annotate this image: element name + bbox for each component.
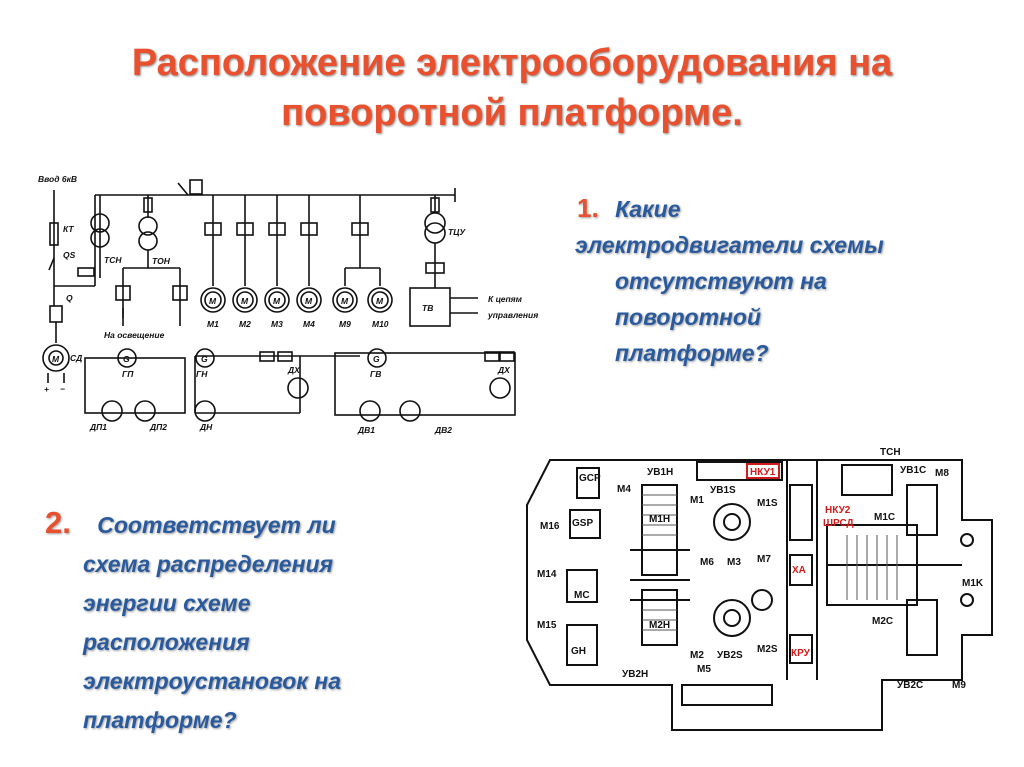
plan-uv2n-label: УВ2Н <box>622 669 648 680</box>
plan-m1c-label: M1C <box>874 512 895 523</box>
schematic-minus-label: − <box>60 384 65 394</box>
schematic-dn-label: ДН <box>199 422 213 432</box>
schematic-dp2-label: ДП2 <box>149 422 167 432</box>
schematic-gn-label: ГН <box>196 369 208 379</box>
plan-m8-label: M8 <box>935 468 949 479</box>
schematic-dh2-label: ДХ <box>497 365 511 375</box>
schematic-kt-label: КТ <box>63 224 74 234</box>
schematic-tv-label: ТВ <box>422 303 433 313</box>
schematic-motor-label: М2 <box>239 319 251 329</box>
motor-symbol: M <box>52 354 60 364</box>
plan-m9-label: M9 <box>952 680 966 691</box>
schematic-dv2-label: ДВ2 <box>434 425 452 435</box>
schematic-motor-label: М9 <box>339 319 351 329</box>
schematic-tcu-label: ТЦУ <box>448 227 466 237</box>
generator-symbol: G <box>123 354 130 364</box>
question-2-line-5: электроустановок на <box>83 668 341 694</box>
plan-gcp-label: GCP <box>579 473 601 484</box>
plan-m1-label: M1 <box>690 495 704 506</box>
schematic-dp1-label: ДП1 <box>89 422 107 432</box>
question-1-text-1: Какие <box>615 196 681 222</box>
schematic-gv-label: ГВ <box>370 369 381 379</box>
question-2-line-1: 2. Соответствует ли <box>45 503 341 545</box>
schematic-tsn-label: ТСН <box>104 255 122 265</box>
question-2-line-4: расположения <box>83 629 250 655</box>
schematic-lighting-label: На освещение <box>104 330 165 340</box>
question-1: 1. Какие электродвигатели схемы отсутств… <box>575 190 884 371</box>
question-1-line-2: электродвигатели схемы <box>575 232 884 258</box>
plan-uv1n-label: УВ1Н <box>647 467 673 478</box>
title-line-2: поворотной платформе. <box>281 92 743 134</box>
platform-layout-plan: GCP GSP MC GH M16 M14 M15 M4 УВ1Н M1H M2… <box>526 447 993 731</box>
plan-m7-label: M7 <box>757 554 771 565</box>
plan-m2-label: M2 <box>690 650 704 661</box>
question-1-line-3: отсутствуют на <box>615 268 827 294</box>
schematic-motor-symbols: M M M M M M M G G G <box>52 296 384 364</box>
question-1-line-4: поворотной <box>615 304 762 330</box>
plan-uv2s-label: УВ2S <box>717 650 743 661</box>
schematic-sd-label: СД <box>70 353 82 363</box>
motor-symbol: M <box>341 296 349 306</box>
schematic-plus-label: + <box>44 384 49 394</box>
schematic-motor-label: М1 <box>207 319 219 329</box>
schematic-dh1-label: ДХ <box>287 365 301 375</box>
question-1-number: 1. <box>577 193 599 223</box>
schematic-dv1-label: ДВ1 <box>357 425 375 435</box>
question-2: 2. Соответствует ли схема распределения … <box>45 503 341 740</box>
plan-tsn-label: ТСН <box>880 447 901 458</box>
plan-m16-label: M16 <box>540 521 560 532</box>
plan-uv1s-label: УВ1S <box>710 485 736 496</box>
question-2-line-6: платформе? <box>83 707 237 733</box>
question-2-line-2: схема распределения <box>83 551 334 577</box>
motor-symbol: M <box>241 296 249 306</box>
plan-m2c-label: M2C <box>872 616 893 627</box>
plan-m14-label: M14 <box>537 569 557 580</box>
plan-mc-label: MC <box>574 590 590 601</box>
plan-m2s-label: M2S <box>757 644 778 655</box>
title-line-1: Расположение электрооборудования на <box>131 42 893 84</box>
plan-shrsd-label: ШРСД <box>823 518 854 529</box>
schematic-q-label: Q <box>66 293 73 303</box>
plan-m3-label: M3 <box>727 557 741 568</box>
schematic-ton-label: ТОН <box>152 256 171 266</box>
plan-kru-label: КРУ <box>791 648 811 659</box>
page-title: Расположение электрооборудования на пово… <box>0 38 1024 138</box>
plan-uv1c-label: УВ1С <box>900 465 926 476</box>
schematic-gp-label: ГП <box>122 369 134 379</box>
plan-uv2c-label: УВ2С <box>897 680 923 691</box>
motor-symbol: M <box>376 296 384 306</box>
question-2-number: 2. <box>45 505 71 540</box>
plan-xa-label: ХА <box>792 565 806 576</box>
plan-m5-label: M5 <box>697 664 711 675</box>
question-1-line-1: 1. Какие <box>575 190 884 227</box>
question-1-line-5: платформе? <box>615 340 769 366</box>
schematic-control-line1: К цепям <box>488 294 523 304</box>
plan-m1s-label: M1S <box>757 498 778 509</box>
question-2-line-3: энергии схеме <box>83 590 251 616</box>
power-distribution-schematic: Ввод 6кВ КТ QS ТСН ТОН Q СД + − На освещ… <box>38 174 538 435</box>
schematic-motor-label: М10 <box>372 319 389 329</box>
plan-m2n-label: M2H <box>649 620 670 631</box>
schematic-qs-label: QS <box>63 250 76 260</box>
plan-m15-label: M15 <box>537 620 557 631</box>
plan-gh-label: GH <box>571 646 586 657</box>
motor-symbol: M <box>305 296 313 306</box>
schematic-control-line2: управления <box>487 310 538 320</box>
schematic-motor-label: М3 <box>271 319 283 329</box>
plan-nku2-label: НКУ2 <box>825 505 851 516</box>
generator-symbol: G <box>201 354 208 364</box>
motor-symbol: M <box>273 296 281 306</box>
plan-m4-label: M4 <box>617 484 631 495</box>
schematic-input-label: Ввод 6кВ <box>38 174 77 184</box>
generator-symbol: G <box>373 354 380 364</box>
plan-m1k-label: M1K <box>962 578 984 589</box>
plan-nku1-label: НКУ1 <box>750 467 776 478</box>
schematic-motor-label: М4 <box>303 319 315 329</box>
plan-m6-label: M6 <box>700 557 714 568</box>
motor-symbol: M <box>209 296 217 306</box>
plan-m1n-label: M1H <box>649 514 670 525</box>
plan-gsp-label: GSP <box>572 518 593 529</box>
question-2-text-1: Соответствует ли <box>97 512 336 538</box>
